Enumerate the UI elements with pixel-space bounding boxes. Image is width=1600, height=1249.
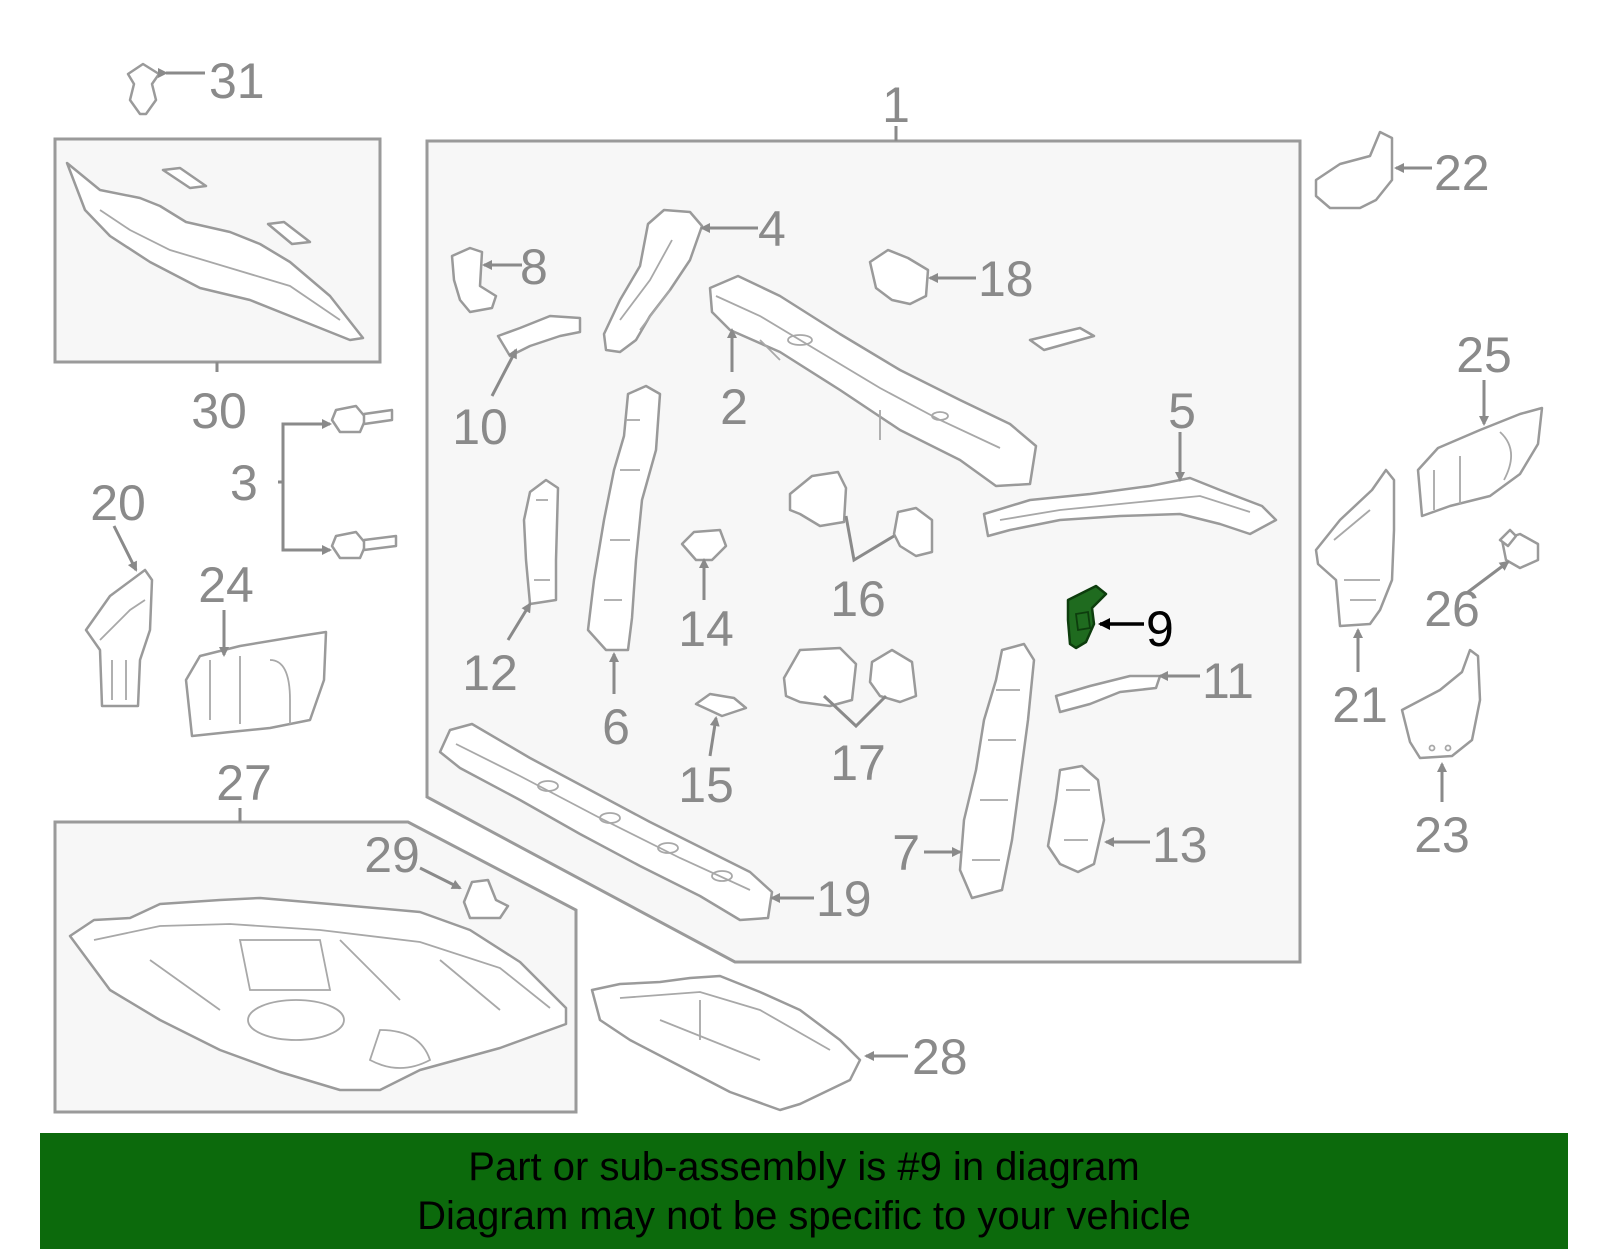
callout-29: 29 [364,827,420,883]
part-25-shield: 25 [1416,327,1544,518]
callout-24: 24 [198,557,254,613]
part-11-bracket: 11 [1054,653,1254,714]
banner-line-1: Part or sub-assembly is #9 in diagram [468,1145,1140,1189]
banner-line-2: Diagram may not be specific to your vehi… [417,1194,1191,1238]
callout-5: 5 [1168,383,1196,439]
callout-27: 27 [216,755,272,811]
callout-6: 6 [602,699,630,755]
callout-22: 22 [1434,145,1490,201]
part-9-shape[interactable] [1066,584,1108,650]
callout-10: 10 [452,399,508,455]
callout-1: 1 [882,77,910,133]
callout-8: 8 [520,239,548,295]
part-30-cover [65,161,365,342]
plate [1028,326,1096,352]
callout-30: 30 [191,383,247,439]
callout-26: 26 [1424,581,1480,637]
part-14-pad: 14 [678,528,734,657]
part-3-bolts: 3 [230,404,398,560]
callout-28: 28 [912,1029,968,1085]
callout-15: 15 [678,757,734,813]
callout-20: 20 [90,475,146,531]
part-6-pillar: 6 [586,384,662,755]
part-31-clip: 31 [126,53,265,116]
part-15-pad: 15 [678,692,748,813]
part-10-bracket: 10 [452,314,582,455]
part-23-bracket: 23 [1400,648,1482,863]
callout-13: 13 [1152,817,1208,873]
part-5-rail: 5 [982,383,1278,538]
part-2-crossmember: 2 [708,274,1038,488]
part-18-mount: 18 [868,248,1034,307]
part-22-bracket: 22 [1314,130,1490,210]
part-8-bracket: 8 [450,239,548,314]
part-9-highlighted[interactable]: 9 [1066,584,1174,657]
callout-19: 19 [816,871,872,927]
part-24-shield: 24 [184,557,328,738]
part-26-clip: 26 [1424,528,1540,637]
part-16-brackets: 16 [788,470,934,627]
part-29-clip: 29 [364,827,510,920]
callout-21: 21 [1332,677,1388,733]
callout-9[interactable]: 9 [1146,601,1174,657]
callout-12: 12 [462,645,518,701]
callout-2: 2 [720,379,748,435]
callout-14: 14 [678,601,734,657]
part-13-bracket: 13 [1046,764,1208,874]
callout-25: 25 [1456,327,1512,383]
callout-4: 4 [758,201,786,257]
callout-23: 23 [1414,807,1470,863]
part-12-bracket: 12 [462,478,560,701]
part-28-cover: 28 [590,974,968,1112]
callout-3: 3 [230,455,258,511]
callout-7: 7 [892,825,920,881]
callout-11: 11 [1202,653,1254,709]
part-7-pillar: 7 [892,642,1036,900]
callout-17: 17 [830,735,886,791]
part-4-support: 4 [602,201,786,354]
part-19-beam: 19 [438,722,872,927]
assembly-box-1 [425,139,1302,964]
part-27-under-cover [68,896,568,1092]
part-21-bracket: 21 [1314,468,1396,733]
callout-16: 16 [830,571,886,627]
part-20-bracket: 20 [84,475,154,708]
part-17-brackets: 17 [782,646,918,791]
info-banner: Part or sub-assembly is #9 in diagram Di… [40,1133,1568,1249]
parts-diagram: 1 30 27 31 3 20 24 [53,53,1544,1114]
callout-31: 31 [209,53,265,109]
callout-18: 18 [978,251,1034,307]
